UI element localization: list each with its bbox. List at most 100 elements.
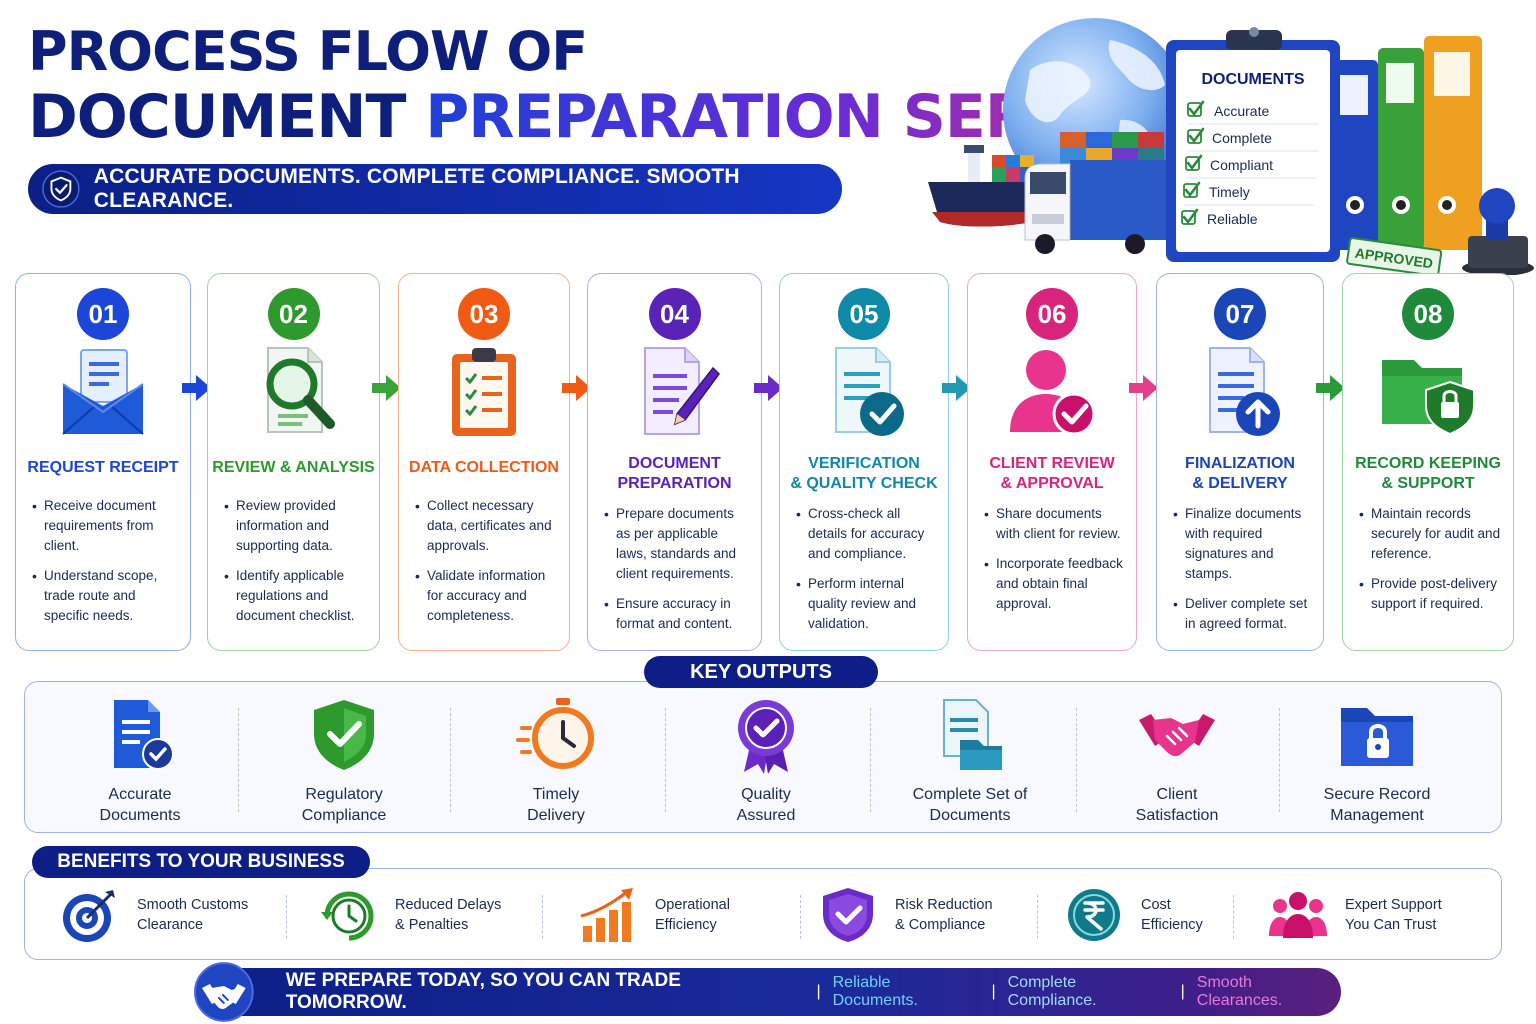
divider [1279, 708, 1280, 812]
step-bullet: Incorporate feedback and obtain final ap… [984, 554, 1126, 614]
page-title-line1: PROCESS FLOW OF [28, 20, 588, 83]
footer-slogan-compliance: Complete Compliance. [1007, 974, 1097, 1009]
step-bullets: Review provided information and supporti… [224, 496, 369, 636]
shield-check-icon [42, 170, 80, 208]
growth-chart-icon [580, 888, 633, 942]
arrow-right-icon [372, 375, 401, 401]
benefit-item: Reduced Delays& Penalties [317, 885, 525, 945]
footer-separator: | [816, 983, 821, 1000]
step-bullet: Cross-check all details for accuracy and… [796, 504, 938, 564]
svg-text:Complete: Complete [1212, 130, 1272, 146]
step-number-badge: 06 [1026, 288, 1078, 340]
divider [542, 895, 543, 939]
step-bullet: Maintain records securely for audit and … [1359, 504, 1503, 564]
divider [450, 708, 451, 812]
arrow-right-icon [754, 375, 783, 401]
step-number-badge: 08 [1402, 288, 1454, 340]
tagline-banner: ACCURATE DOCUMENTS. COMPLETE COMPLIANCE.… [28, 164, 842, 214]
divider [1037, 895, 1038, 939]
step-title: RECORD KEEPING& SUPPORT [1355, 455, 1501, 492]
truck-icon [1024, 160, 1170, 254]
arrow-right-icon [942, 375, 971, 401]
folder-lock-icon [1382, 360, 1475, 436]
process-step-03: 03 DATA COLLECTION Collect necessary dat… [398, 273, 570, 651]
title-part-document: DOCUMENT [28, 82, 426, 152]
benefit-label: Reduced Delays& Penalties [395, 897, 502, 933]
tagline-text: ACCURATE DOCUMENTS. COMPLETE COMPLIANCE.… [93, 165, 740, 212]
svg-text:Compliant: Compliant [1210, 157, 1273, 173]
process-step-06: 06 CLIENT REVIEW& APPROVAL Share documen… [967, 273, 1137, 651]
step-title: CLIENT REVIEW& APPROVAL [989, 455, 1115, 492]
step-number-badge: 03 [458, 288, 510, 340]
step-title: FINALIZATION& DELIVERY [1185, 455, 1295, 492]
user-check-icon [1010, 350, 1096, 436]
binder-folders-icon [1332, 36, 1482, 250]
step-title: REVIEW & ANALYSIS [212, 459, 375, 476]
magnifier-icon [266, 347, 335, 433]
arrow-right-icon [1316, 375, 1345, 401]
clock-icon [321, 891, 374, 941]
quality-badge-icon [738, 700, 794, 774]
step-bullets: Cross-check all details for accuracy and… [796, 504, 938, 644]
step-bullet: Ensure accuracy in format and content. [604, 594, 751, 634]
arrow-right-icon [1129, 375, 1158, 401]
key-outputs-label: KEY OUTPUTS [644, 656, 878, 688]
checklist-item: Reliable [1181, 208, 1258, 227]
document-upload-icon [1209, 347, 1280, 436]
step-bullets: Maintain records securely for audit and … [1359, 504, 1503, 624]
footer-separator: | [1180, 983, 1185, 1000]
process-step-05: 05 VERIFICATION& QUALITY CHECK Cross-che… [779, 273, 949, 651]
benefit-item: Risk Reduction& Compliance [817, 885, 1025, 945]
process-step-02: 02 REVIEW & ANALYSIS Review provided inf… [207, 273, 380, 651]
divider [1233, 895, 1234, 939]
step-bullet: Review provided information and supporti… [224, 496, 369, 556]
process-step-08: 08 RECORD KEEPING& SUPPORT Maintain reco… [1342, 273, 1514, 651]
step-bullets: Share documents with client for review. … [984, 504, 1126, 624]
checklist-item: Accurate [1187, 100, 1318, 125]
step-bullet: Perform internal quality review and vali… [796, 574, 938, 634]
target-icon [63, 890, 115, 942]
footer-slogan-reliable: Reliable Documents. [832, 974, 918, 1009]
arrow-right-icon [182, 375, 211, 401]
clipboard-icon: DOCUMENTS Accurate Complete Compliant Ti… [1166, 27, 1340, 262]
step-bullet: Identify applicable regulations and docu… [224, 566, 369, 626]
container-stack-icon [1060, 132, 1164, 164]
step-bullet: Provide post-delivery support if require… [1359, 574, 1503, 614]
step-bullets: Collect necessary data, certificates and… [415, 496, 559, 636]
divider [238, 708, 239, 812]
team-icon [1269, 892, 1327, 938]
footer-slogan-clearances: Smooth Clearances. [1196, 974, 1283, 1009]
step-bullet: Deliver complete set in agreed format. [1173, 594, 1313, 634]
clipboard-checklist-icon [452, 348, 516, 436]
clipboard-title: DOCUMENTS [1201, 71, 1304, 88]
document-badge-icon [114, 700, 174, 770]
document-pen-icon [643, 347, 720, 435]
step-bullet: Finalize documents with required signatu… [1173, 504, 1313, 584]
footer-banner: WE PREPARE TODAY, SO YOU CAN TRADE TOMOR… [194, 962, 1341, 1022]
envelope-icon [62, 349, 144, 435]
shield-check-icon [314, 700, 374, 770]
svg-text:Timely: Timely [1209, 184, 1250, 200]
divider [800, 895, 801, 939]
step-bullet: Understand scope, trade route and specif… [32, 566, 180, 626]
